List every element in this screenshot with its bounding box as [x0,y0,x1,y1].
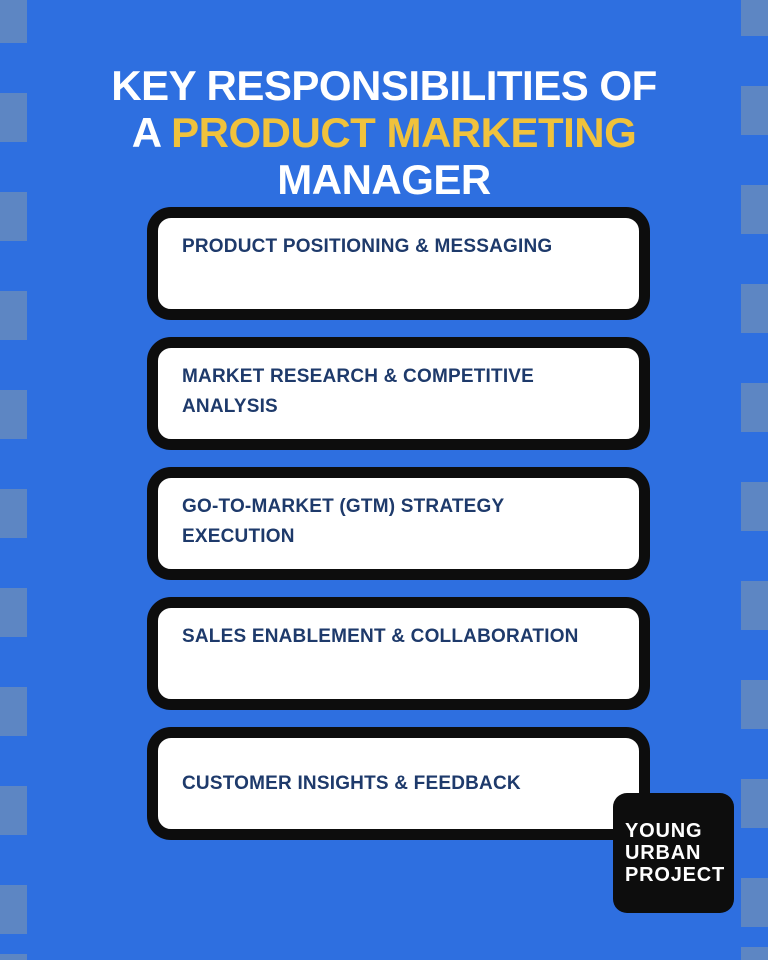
logo-line-project: PROJECT [625,864,726,886]
logo-line-urban: URBAN [625,842,702,864]
card-label: CUSTOMER INSIGHTS & FEEDBACK [182,772,521,794]
card-label: GO-TO-MARKET (GTM) STRATEGY EXECUTION [182,496,505,547]
card-label: MARKET RESEARCH & COMPETITIVE ANALYSIS [182,366,535,417]
responsibility-card-gtm-strategy: GO-TO-MARKET (GTM) STRATEGY EXECUTION [147,467,650,580]
responsibility-card-sales-enablement: SALES ENABLEMENT & COLLABORATION [147,597,650,710]
title-line-2-prefix: A [131,109,172,157]
page-title: KEY RESPONSIBILITIES OF A PRODUCT MARKET… [40,62,728,203]
title-line-3: MANAGER [277,156,491,204]
responsibility-card-market-research: MARKET RESEARCH & COMPETITIVE ANALYSIS [147,337,650,450]
right-edge-square-pattern [741,0,768,960]
card-label: PRODUCT POSITIONING & MESSAGING [182,236,553,257]
title-line-1: KEY RESPONSIBILITIES OF [111,62,657,110]
left-edge-square-pattern [0,0,27,960]
responsibility-card-list: PRODUCT POSITIONING & MESSAGING MARKET R… [147,207,650,840]
responsibility-card-product-positioning: PRODUCT POSITIONING & MESSAGING [147,207,650,320]
card-label: SALES ENABLEMENT & COLLABORATION [182,626,579,647]
young-urban-project-logo: YOUNG URBAN PROJECT [613,793,734,913]
logo-line-young: YOUNG [625,820,703,842]
responsibility-card-customer-insights: CUSTOMER INSIGHTS & FEEDBACK [147,727,650,840]
title-line-2-highlight: PRODUCT MARKETING [171,109,637,157]
